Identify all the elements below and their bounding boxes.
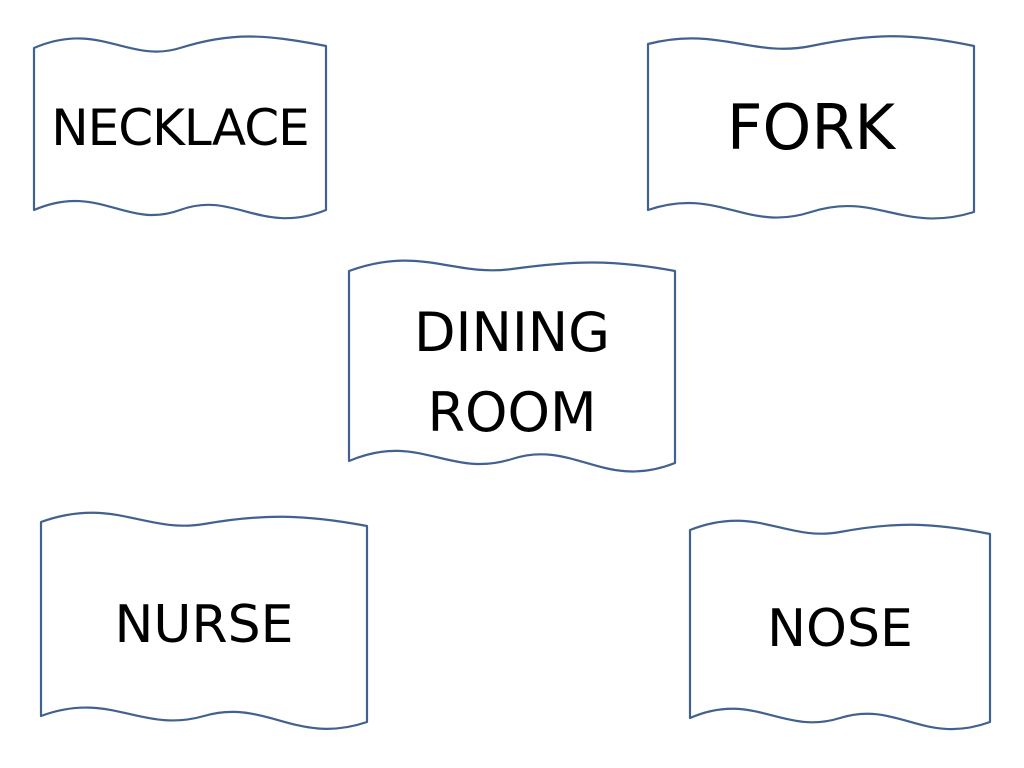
card-label-dining-room: DINING ROOM [349,293,675,453]
card-nurse: NURSE [39,510,369,734]
card-label-necklace: NECKLACE [51,99,310,157]
wavy-banner-shape [347,259,677,473]
wavy-banner-shape [688,519,992,731]
card-fork: FORK [646,35,976,224]
wavy-banner-shape [646,35,976,220]
card-label-nose: NOSE [767,599,913,659]
card-necklace: NECKLACE [32,34,328,224]
wavy-banner-shape [32,35,328,220]
wavy-banner-shape [39,511,369,730]
card-label-nurse: NURSE [114,595,294,655]
card-nose: NOSE [688,518,992,734]
card-label-line-1: DINING [413,301,611,364]
card-dining-room: DINING ROOM [347,255,677,477]
card-label-line-2: ROOM [427,381,597,444]
card-label-fork: FORK [726,91,896,164]
